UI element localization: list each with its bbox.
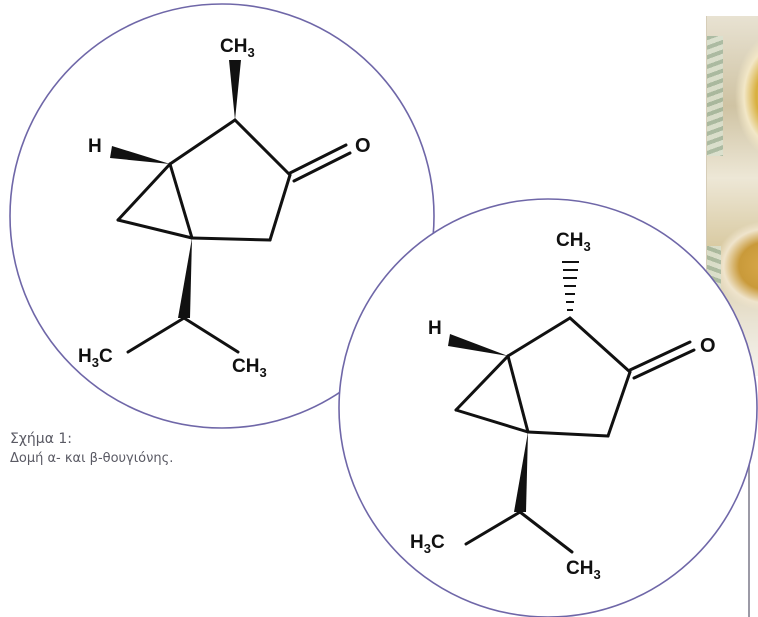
molecule-a-ch3-top: CH3: [220, 36, 255, 60]
molecule-a-wedge-methyl: [229, 60, 241, 120]
molecule-b-circle: [338, 198, 758, 617]
caption-description: Δομή α- και β-θουγιόνης.: [10, 451, 174, 466]
molecule-a-h3c-label: H3C: [78, 346, 113, 370]
vertical-rule: [748, 365, 750, 617]
molecule-a-h-label: H: [88, 136, 102, 157]
molecule-b-wedge-h: [448, 334, 508, 356]
molecule-b-hash-methyl: [562, 261, 579, 311]
molecule-b-ch3-right: CH3: [566, 558, 601, 582]
molecule-beta-thujone: CH3 H O H3C CH3: [338, 198, 758, 617]
molecule-b-h3c-label: H3C: [410, 532, 445, 556]
molecule-b-wedge-isopropyl: [514, 432, 528, 512]
caption-title: Σχήμα 1:: [10, 431, 73, 447]
molecule-a-ch3-right: CH3: [232, 356, 267, 380]
molecule-a-o-label: O: [355, 135, 371, 157]
molecule-a-bonds: [116, 118, 352, 354]
molecule-b-ch3-top: CH3: [556, 230, 591, 254]
molecule-b-h-label: H: [428, 318, 442, 339]
molecule-alpha-thujone: CH3 H O H3C CH3: [9, 3, 435, 429]
molecule-b-o-label: O: [700, 335, 716, 357]
figure-caption: Σχήμα 1: Δομή α- και β-θουγιόνης.: [10, 430, 173, 468]
molecule-a-circle: [9, 3, 435, 429]
molecule-a-wedge-isopropyl: [178, 238, 192, 318]
photo-leaf-pattern: [707, 36, 723, 156]
molecule-b-bonds: [454, 316, 696, 554]
molecule-a-wedge-h: [110, 146, 170, 164]
